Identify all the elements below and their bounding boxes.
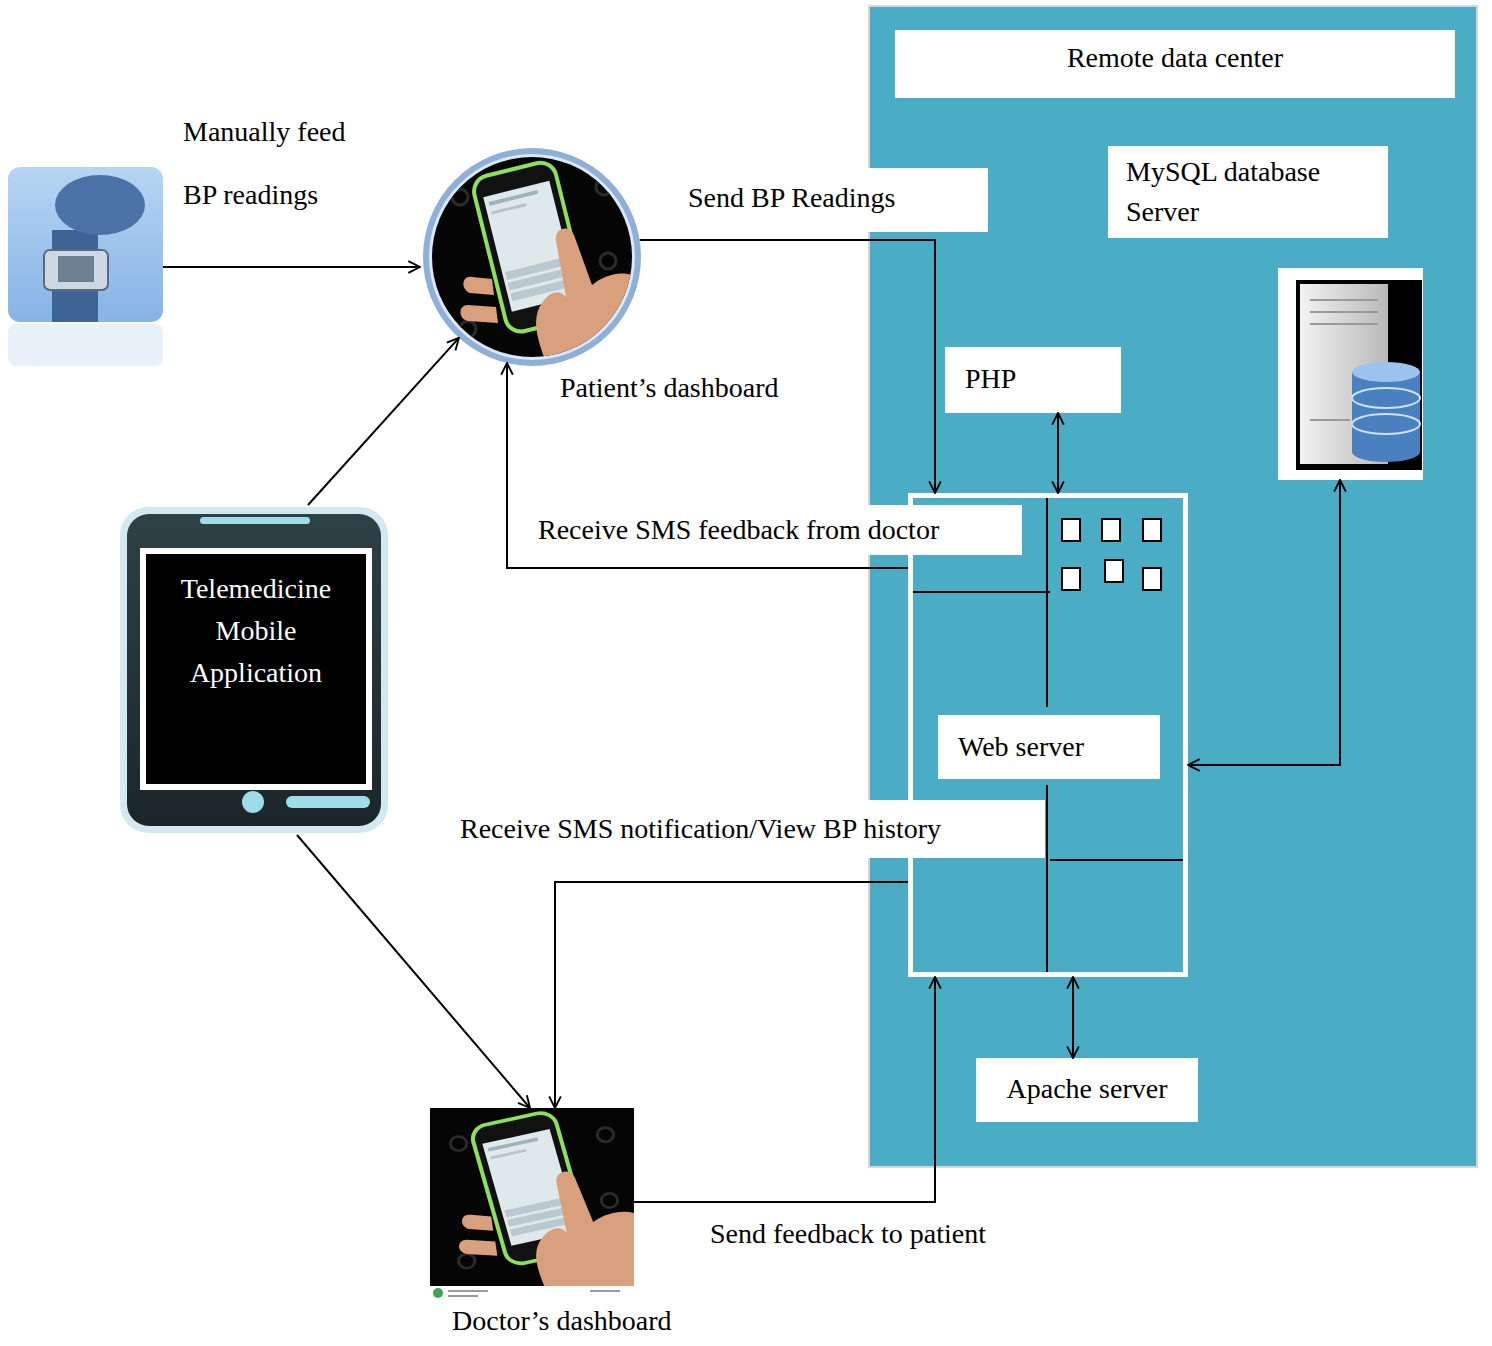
doctor-phone-photo xyxy=(448,1295,478,1297)
node-label: PHP xyxy=(945,347,1121,413)
bp-monitor-picture xyxy=(8,324,163,366)
web-server-detail xyxy=(1143,519,1161,541)
database-server-icon xyxy=(1352,414,1420,434)
bp-monitor-picture xyxy=(55,175,145,235)
label-holder: Send feedback to patient xyxy=(700,1216,996,1252)
connector-arrow xyxy=(1188,480,1340,765)
bp-monitor-picture xyxy=(8,167,163,322)
annotation-label: Manually feed BP readings xyxy=(183,100,373,226)
doctor-dashboard: Doctor’s dashboard xyxy=(430,1108,634,1300)
database-server-icon xyxy=(1310,300,1378,420)
node-label: Doctor’s dashboard xyxy=(452,1306,742,1336)
web-server-detail xyxy=(1062,568,1080,590)
edge-label: Receive SMS notification/View BP history xyxy=(440,800,1045,858)
database-server-icon xyxy=(1278,268,1423,480)
phone-body xyxy=(242,791,264,813)
edge-label: Send feedback to patient xyxy=(700,1216,996,1252)
database-server-icon xyxy=(1310,419,1350,421)
connector-arrow xyxy=(634,977,935,1202)
web-server-detail xyxy=(1046,498,1048,707)
node-label: Patient’s dashboard xyxy=(560,372,850,404)
doctor-phone-photo xyxy=(430,1108,634,1286)
connector-arrow xyxy=(308,338,459,505)
connector-arrow xyxy=(1057,413,1059,493)
phone-body xyxy=(286,796,370,808)
label-holder: Receive SMS notification/View BP history xyxy=(440,800,1045,858)
patient-phone-photo xyxy=(432,157,632,357)
doctor-phone-photo xyxy=(433,1288,443,1298)
php-box: PHP xyxy=(945,347,1121,413)
connector-arrow xyxy=(297,835,530,1108)
edge-label: Send BP Readings xyxy=(670,168,988,232)
connector-arrow xyxy=(1072,977,1074,1058)
node-label: Apache server xyxy=(976,1058,1198,1122)
dashboard-circle xyxy=(426,151,638,363)
web-server-detail xyxy=(1143,568,1161,590)
database-server-icon xyxy=(1296,280,1422,470)
connector-arrow xyxy=(640,240,935,493)
label-holder: Send BP Readings xyxy=(670,168,988,232)
database-server-icon xyxy=(1310,311,1378,313)
mobile-application: Telemedicine Mobile Application xyxy=(118,505,390,835)
web-server-detail xyxy=(1102,519,1120,541)
patient-dashboard: Patient’s dashboard xyxy=(422,147,642,367)
connectors xyxy=(297,240,1340,1202)
database-server-icon xyxy=(1310,299,1378,301)
doctor-phone-photo xyxy=(590,1290,620,1292)
bp-monitor-picture xyxy=(8,167,163,366)
feed-arrow xyxy=(163,266,420,268)
node-label: Web server xyxy=(938,715,1160,779)
node-label: Remote data center xyxy=(895,30,1455,98)
database-server-icon xyxy=(1352,442,1420,462)
doctor-phone-photo xyxy=(430,1108,634,1300)
phone-body xyxy=(120,507,388,833)
database-server-icon xyxy=(1278,268,1423,480)
database-server-icon xyxy=(1352,388,1420,408)
node-label: Telemedicine Mobile Application xyxy=(140,548,372,790)
web-server: Web server xyxy=(908,493,1188,977)
apache-server: Apache server xyxy=(976,1058,1198,1122)
database-server: MySQL database Server xyxy=(1108,146,1423,480)
database-server-icon xyxy=(1310,323,1378,325)
label-holder: Receive SMS feedback from doctor xyxy=(520,505,1022,555)
phone-body xyxy=(127,514,381,826)
web-server-detail xyxy=(1046,785,1048,972)
database-server-icon xyxy=(1300,284,1388,464)
web-server-detail xyxy=(1062,519,1161,590)
web-server-detail xyxy=(1062,519,1080,541)
database-server-icon xyxy=(1352,372,1420,452)
web-server-detail xyxy=(1050,859,1183,861)
edge-label: Receive SMS feedback from doctor xyxy=(520,505,1022,555)
web-server-detail xyxy=(913,591,1050,593)
node-label: MySQL database Server xyxy=(1108,146,1388,238)
bp-monitor-picture xyxy=(58,256,94,282)
phone-body xyxy=(200,517,310,524)
bp-monitor-picture xyxy=(52,230,98,322)
connector-arrow xyxy=(555,882,908,1108)
dashboard-circle xyxy=(422,147,642,367)
web-server-detail xyxy=(1105,560,1123,582)
database-server-icon xyxy=(1352,362,1420,382)
label-holder: Manually feed BP readings xyxy=(183,100,373,226)
doctor-phone-photo xyxy=(430,1286,634,1300)
web-server-detail xyxy=(913,498,1183,972)
bp-monitor-picture xyxy=(44,250,108,290)
patient-phone-photo xyxy=(432,157,632,357)
doctor-phone-photo xyxy=(448,1290,488,1292)
